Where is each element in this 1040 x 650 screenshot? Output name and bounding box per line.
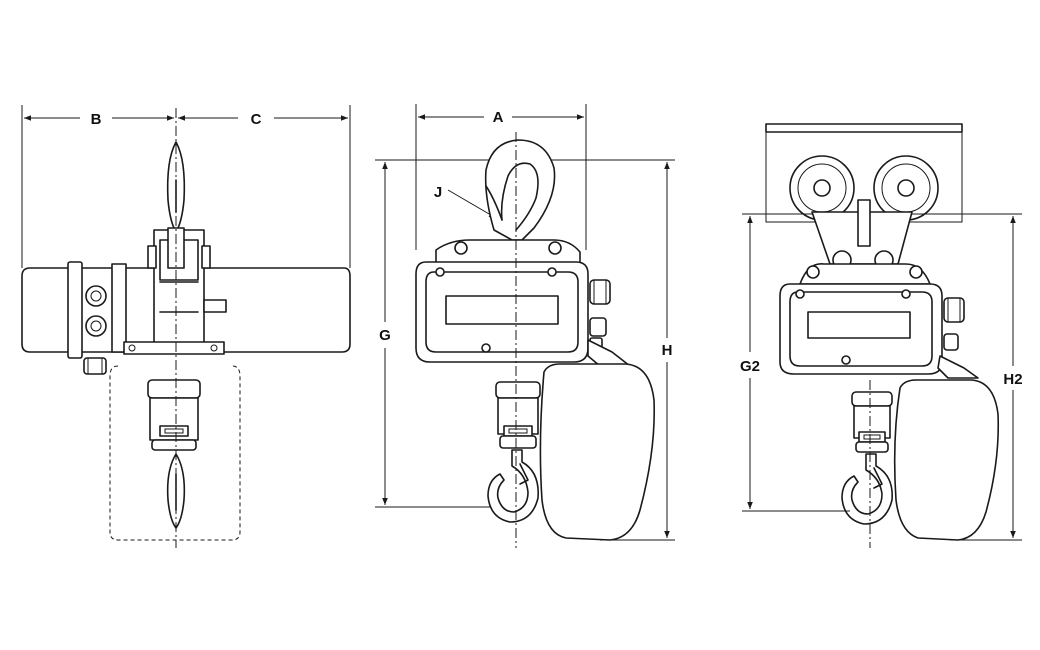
front-top-hook-icon	[484, 139, 556, 241]
dimension-a: A	[415, 104, 587, 250]
front-bottom-hook-icon	[487, 449, 539, 523]
label-b: B	[91, 111, 102, 128]
dimension-g2: G2	[740, 213, 850, 512]
dimension-g: G	[375, 159, 520, 508]
trolley-center-bar	[857, 199, 871, 247]
side-flange	[67, 261, 83, 359]
front-chain-container	[539, 363, 656, 541]
label-j: J	[434, 184, 442, 201]
trolley-cable-gland-icon	[943, 297, 965, 351]
label-g: G	[379, 327, 391, 344]
trolley-container-bracket	[937, 355, 979, 379]
front-container-bracket	[587, 339, 631, 367]
label-h2: H2	[1003, 371, 1022, 388]
trolley-chain-container	[893, 379, 1000, 541]
trolley-beam-flange	[765, 123, 963, 133]
cable-gland-icon	[83, 285, 107, 375]
dimension-b-c: B C	[21, 105, 351, 268]
trolley-view: G2 H2	[740, 123, 1023, 548]
side-chain-container	[109, 365, 241, 541]
label-g2: G2	[740, 358, 760, 375]
trolley-nameplate	[807, 311, 911, 339]
front-bottom-block-top	[495, 381, 541, 399]
trolley-bottom-block-top	[851, 391, 893, 407]
front-nameplate	[445, 295, 559, 325]
dimension-h2: H2	[912, 213, 1023, 541]
front-view: A G H J	[375, 104, 675, 548]
side-flange-2	[111, 263, 127, 353]
front-hook-mount	[435, 239, 581, 265]
label-h: H	[662, 342, 673, 359]
trolley-bottom-hook-icon	[841, 453, 893, 525]
label-c: C	[251, 111, 262, 128]
side-bottom-block-top	[147, 379, 201, 399]
side-bracket	[203, 299, 227, 313]
side-view: B C	[21, 105, 351, 548]
label-a: A	[493, 109, 504, 126]
side-axle-bar	[123, 341, 225, 355]
front-cable-gland-icon	[589, 279, 611, 349]
